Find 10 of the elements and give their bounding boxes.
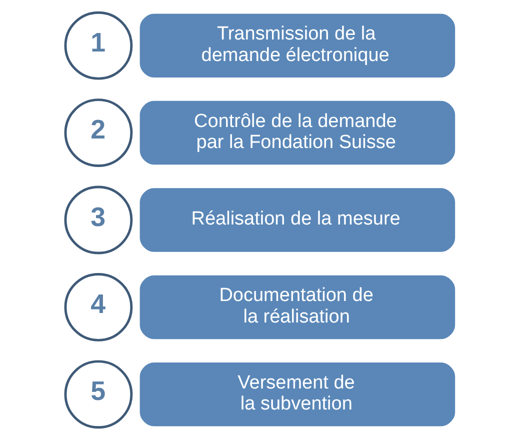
node-circle: 1 xyxy=(64,11,133,80)
node-box: Versement de la subvention xyxy=(140,362,456,426)
node-circle: 3 xyxy=(64,186,133,254)
node-box: Contrôle de la demande par la Fondation Suisse xyxy=(140,100,456,165)
node-box: Transmission de la demande électronique xyxy=(140,14,456,78)
node-box: Documentation de la réalisation xyxy=(140,275,456,340)
node-circle: 4 xyxy=(64,273,133,342)
node-box: Réalisation de la mesure xyxy=(140,188,456,252)
node-circle: 2 xyxy=(64,98,133,167)
node-circle: 5 xyxy=(64,360,133,429)
